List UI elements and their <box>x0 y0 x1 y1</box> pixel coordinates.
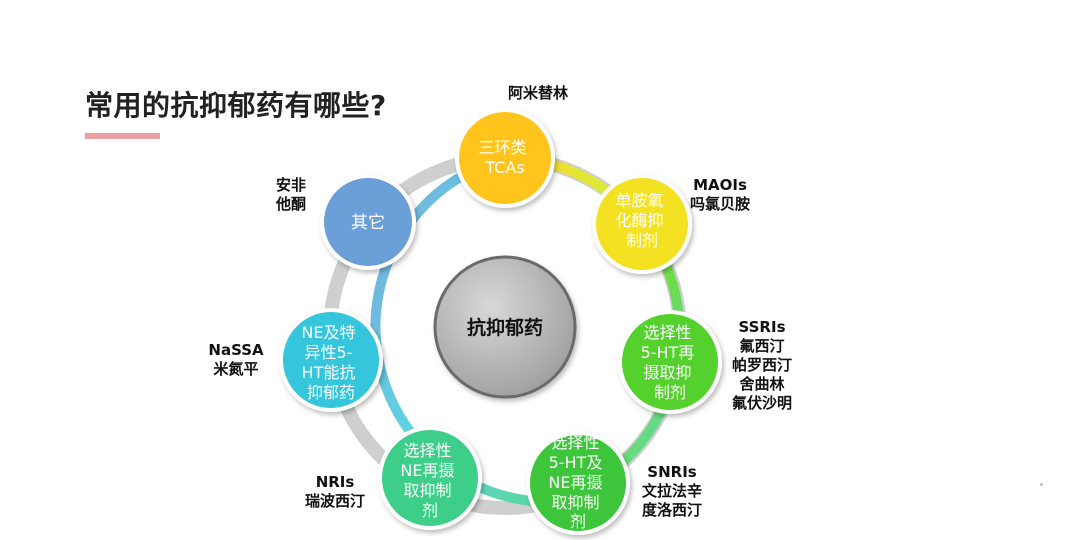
node-nassa: NE及特 异性5- HT能抗 抑郁药 <box>279 308 383 412</box>
node-nassa-line: NE及特 <box>301 323 355 342</box>
label-line: 舍曲林 <box>739 375 785 393</box>
label-line: 氟西汀 <box>739 337 785 355</box>
label-line: 氟伏沙明 <box>731 394 792 412</box>
label-line: MAOIs <box>693 176 747 194</box>
svg-text:NE及特 异性5- HT能抗: NE及特 异性5- HT能抗 抑郁药 <box>301 323 360 402</box>
label-line: 瑞波西汀 <box>304 492 365 510</box>
label-line: SNRIs <box>647 463 697 481</box>
node-maoi: 单胺氧 化酶抑 制剂 <box>592 174 692 274</box>
label-maoi-examples: MAOIs 吗氯贝胺 <box>690 176 750 214</box>
svg-text:三环类 TCAs: 三环类 TCAs <box>478 138 531 177</box>
node-nri-line: 剂 <box>422 501 438 520</box>
corner-dot <box>1040 483 1043 486</box>
label-ssri-examples: SSRIs 氟西汀 帕罗西汀 舍曲林 氟伏沙明 <box>727 318 797 413</box>
page-title: 常用的抗抑郁药有哪些? <box>85 89 387 122</box>
node-snri: 选择性 5-HT及 NE再摄 取抑制 剂 <box>526 431 630 535</box>
label-other-examples: 安非 他酮 <box>276 176 306 214</box>
node-nassa-line: HT能抗 <box>302 363 356 382</box>
node-nri: 选择性 NE再摄 取抑制 剂 <box>378 426 482 530</box>
node-other-line: 其它 <box>351 213 385 233</box>
node-snri-line: 选择性 <box>551 433 599 452</box>
node-nassa-line: 抑郁药 <box>307 383 355 402</box>
node-ssri-line: 摄取抑 <box>643 363 691 382</box>
svg-text:选择性 5-HT再 摄取抑: 选择性 5-HT再 摄取抑 制剂 <box>641 323 700 402</box>
label-line: 帕罗西汀 <box>731 356 792 374</box>
node-ssri: 选择性 5-HT再 摄取抑 制剂 <box>618 310 722 414</box>
node-maoi-line: 化酶抑 <box>615 211 663 230</box>
label-nri-examples: NRIs 瑞波西汀 <box>300 473 370 511</box>
node-ssri-line: 5-HT再 <box>641 343 695 362</box>
svg-text:选择性 NE再摄 取抑制: 选择性 NE再摄 取抑制 剂 <box>400 441 459 520</box>
label-line: SSRIs <box>738 318 786 336</box>
title-underline <box>85 133 160 139</box>
label-line: 文拉法辛 <box>641 482 702 500</box>
label-line: 吗氯贝胺 <box>690 195 751 213</box>
node-other: 其它 <box>320 174 416 270</box>
node-nri-line: 选择性 <box>403 441 451 460</box>
label-line: NaSSA <box>208 341 264 359</box>
node-nassa-line: 异性5- <box>304 343 352 362</box>
node-nri-line: NE再摄 <box>400 461 454 480</box>
label-line: 阿米替林 <box>508 84 569 102</box>
node-snri-line: 5-HT及 <box>549 453 603 472</box>
label-snri-examples: SNRIs 文拉法辛 度洛西汀 <box>637 463 707 520</box>
center-node <box>433 255 577 399</box>
node-tca-line: TCAs <box>484 158 524 177</box>
node-nri-line: 取抑制 <box>403 481 451 500</box>
node-snri-line: 剂 <box>570 512 586 531</box>
label-line: 他酮 <box>276 195 307 213</box>
label-nassa-examples: NaSSA 米氮平 <box>206 341 266 379</box>
node-snri-line: 取抑制 <box>551 493 599 512</box>
label-line: 安非 <box>276 176 307 194</box>
node-snri-line: NE再摄 <box>548 473 602 492</box>
label-line: 度洛西汀 <box>641 501 702 519</box>
svg-text:单胺氧 化酶抑 制剂: 单胺氧 化酶抑 制剂 <box>615 191 668 250</box>
label-line: NRIs <box>315 473 355 491</box>
node-maoi-line: 制剂 <box>626 231 658 250</box>
node-tca: 三环类 TCAs <box>455 108 555 208</box>
center-label: 抗抑郁药 <box>467 316 543 339</box>
svg-text:其它: 其它 <box>351 213 385 233</box>
node-tca-line: 三环类 <box>478 138 526 157</box>
node-maoi-line: 单胺氧 <box>615 191 663 210</box>
node-ssri-line: 制剂 <box>654 383 686 402</box>
svg-text:选择性 5-HT及 NE再摄: 选择性 5-HT及 NE再摄 取抑制 剂 <box>548 433 607 531</box>
node-ssri-line: 选择性 <box>643 323 691 342</box>
label-line: 米氮平 <box>213 360 259 378</box>
label-tca-examples: 阿米替林 <box>508 84 568 103</box>
